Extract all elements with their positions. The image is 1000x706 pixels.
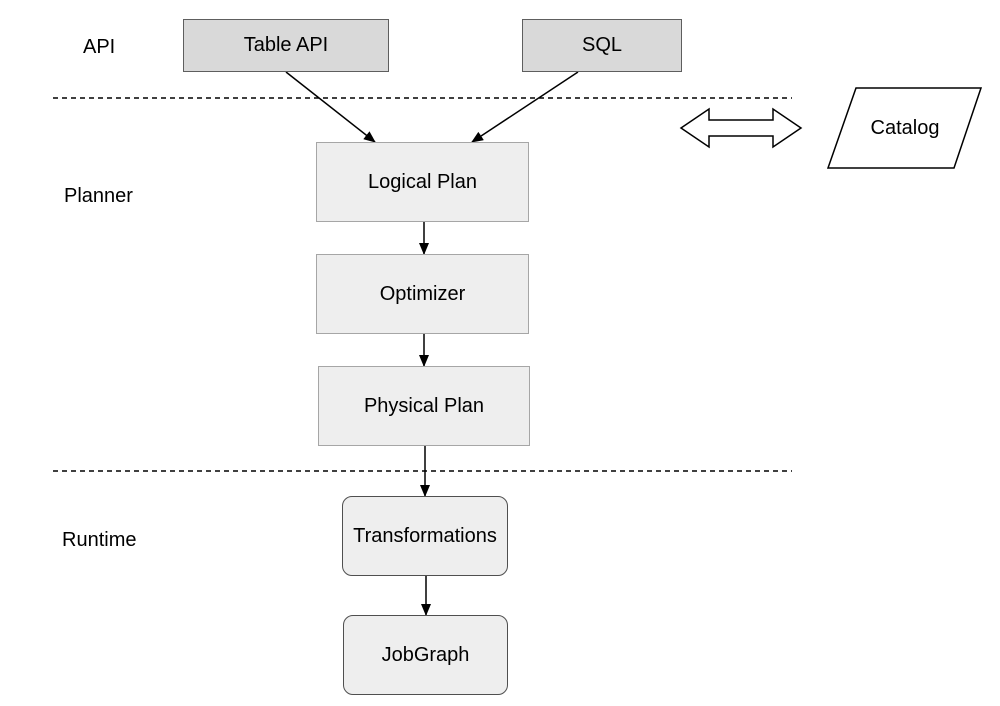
layer-label-runtime: Runtime — [62, 529, 137, 551]
catalog-shape — [826, 87, 983, 169]
layer-label-api: API — [83, 36, 116, 58]
sql-box: SQL — [522, 19, 682, 72]
logical-plan-box: Logical Plan — [316, 142, 529, 222]
catalog-bidirectional-arrow-icon — [679, 107, 803, 149]
arrow-table-api-to-logical-plan — [285, 71, 376, 143]
physical-plan-box: Physical Plan — [318, 366, 530, 446]
arrow-sql-to-logical-plan — [471, 71, 579, 143]
transformations-box: Transformations — [342, 496, 508, 576]
catalog-label: Catalog — [870, 116, 940, 139]
optimizer-box: Optimizer — [316, 254, 529, 334]
jobgraph-box: JobGraph — [343, 615, 508, 695]
layer-label-planner: Planner — [64, 185, 133, 207]
table-api-box: Table API — [183, 19, 389, 72]
